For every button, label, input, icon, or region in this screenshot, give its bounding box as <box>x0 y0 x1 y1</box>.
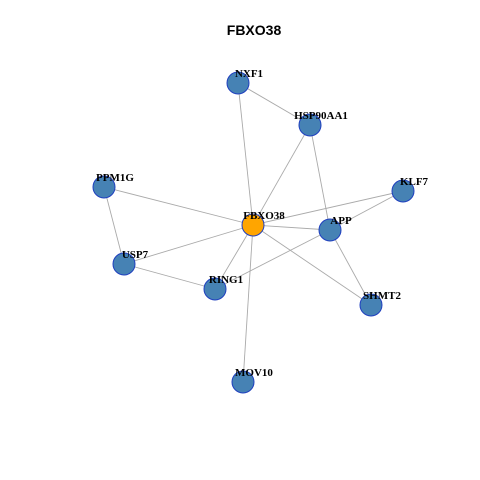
node-layer <box>92 71 415 394</box>
diagram-title: FBXO38 <box>227 22 282 38</box>
node-mov10 <box>231 370 255 394</box>
node-nxf1 <box>226 71 250 95</box>
node-label-app: APP <box>330 215 352 227</box>
node-label-klf7: KLF7 <box>400 176 429 188</box>
edge-fbxo38-hsp90aa1 <box>252 124 311 226</box>
node-label-shmt2: SHMT2 <box>363 290 401 302</box>
edge-fbxo38-nxf1 <box>237 82 254 226</box>
edge-fbxo38-app <box>252 224 331 231</box>
node-label-ring1: RING1 <box>209 274 243 286</box>
node-app <box>318 218 342 242</box>
node-label-nxf1: NXF1 <box>235 68 263 80</box>
edge-usp7-ring1 <box>123 263 216 290</box>
node-fbxo38 <box>241 213 265 237</box>
node-ring1 <box>203 277 227 301</box>
node-ppm1g <box>92 175 116 199</box>
node-label-fbxo38: FBXO38 <box>243 210 285 222</box>
edge-fbxo38-usp7 <box>123 224 254 265</box>
node-label-ppm1g: PPM1G <box>96 172 134 184</box>
node-label-hsp90aa1: HSP90AA1 <box>294 110 348 122</box>
edge-hsp90aa1-app <box>309 124 331 231</box>
edge-layer <box>103 82 404 383</box>
edge-fbxo38-mov10 <box>242 224 254 383</box>
edge-fbxo38-shmt2 <box>252 224 372 306</box>
edge-fbxo38-klf7 <box>252 190 404 226</box>
edge-app-shmt2 <box>329 229 372 306</box>
edge-fbxo38-ring1 <box>214 224 254 290</box>
node-klf7 <box>391 179 415 203</box>
node-usp7 <box>112 252 136 276</box>
node-hsp90aa1 <box>298 113 322 137</box>
edge-nxf1-hsp90aa1 <box>237 82 311 126</box>
edge-klf7-app <box>329 190 404 231</box>
edge-ppm1g-usp7 <box>103 186 125 265</box>
node-label-usp7: USP7 <box>122 249 149 261</box>
node-shmt2 <box>359 293 383 317</box>
edge-app-ring1 <box>214 229 331 290</box>
edge-fbxo38-ppm1g <box>103 186 254 226</box>
node-label-mov10: MOV10 <box>235 367 273 379</box>
